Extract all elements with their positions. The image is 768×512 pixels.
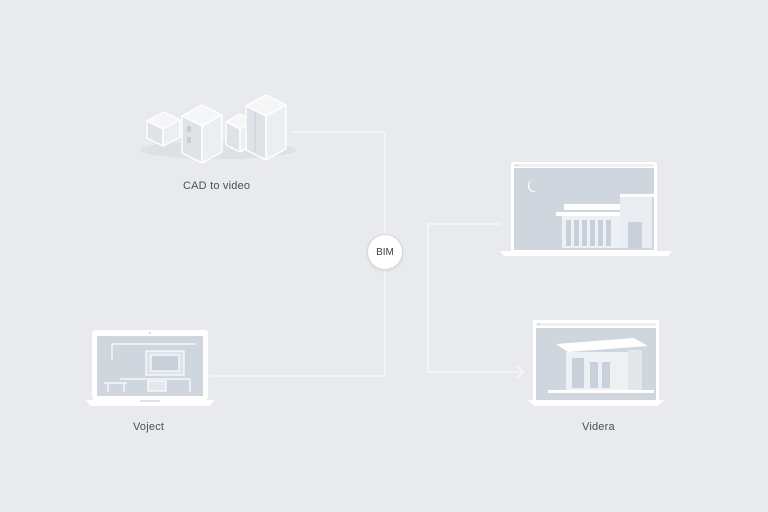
video-window-icon — [528, 320, 664, 406]
monitor-icon — [500, 162, 672, 256]
voject-label: Voject — [133, 421, 165, 433]
moon-icon — [527, 180, 537, 192]
connector-bim-to-monitor — [427, 223, 500, 372]
connector-cad-to-bim — [292, 131, 386, 234]
connectors — [210, 131, 525, 379]
cad-buildings-icon — [140, 94, 296, 164]
bim-node[interactable]: BIM — [367, 234, 403, 270]
bim-label: BIM — [376, 246, 394, 258]
cad-to-video-label: CAD to video — [183, 180, 251, 192]
connector-voject-to-bim — [210, 268, 386, 377]
videra-label: Videra — [582, 421, 615, 433]
arrowhead-icon — [515, 365, 525, 379]
laptop-icon — [86, 330, 214, 406]
